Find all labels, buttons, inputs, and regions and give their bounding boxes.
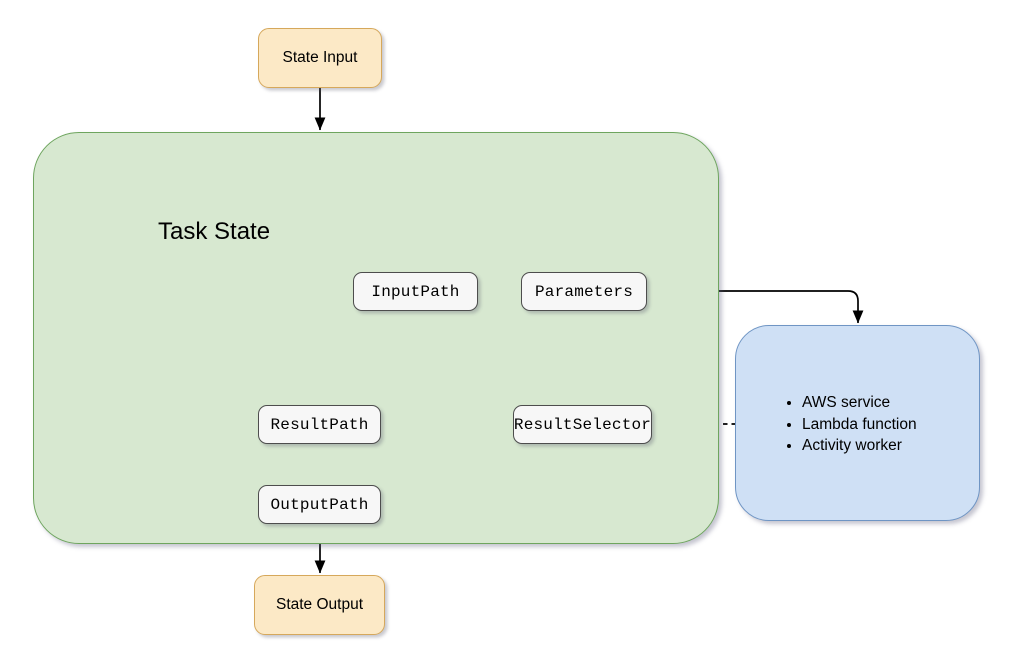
list-item: Activity worker [802,435,917,457]
node-state-input-label: State Input [282,49,358,66]
aws-resource-list: AWS service Lambda function Activity wor… [784,392,917,457]
node-output-path-label: OutputPath [270,495,369,514]
node-parameters-label: Parameters [534,282,633,301]
node-result-path[interactable]: ResultPath [258,405,381,444]
aws-resource-container[interactable] [735,325,980,521]
node-input-path[interactable]: InputPath [353,272,478,311]
list-item: AWS service [802,392,917,414]
task-state-container[interactable] [33,132,719,544]
node-result-selector[interactable]: ResultSelector [513,405,652,444]
node-output-path[interactable]: OutputPath [258,485,381,524]
node-state-output[interactable]: State Output [254,575,385,635]
node-state-input[interactable]: State Input [258,28,382,88]
node-result-path-label: ResultPath [270,415,369,434]
list-item: Lambda function [802,414,917,436]
node-input-path-label: InputPath [371,282,460,301]
node-state-output-label: State Output [275,596,364,613]
task-state-label: Task State [158,218,271,245]
node-parameters[interactable]: Parameters [521,272,647,311]
node-result-selector-label: ResultSelector [513,415,652,434]
